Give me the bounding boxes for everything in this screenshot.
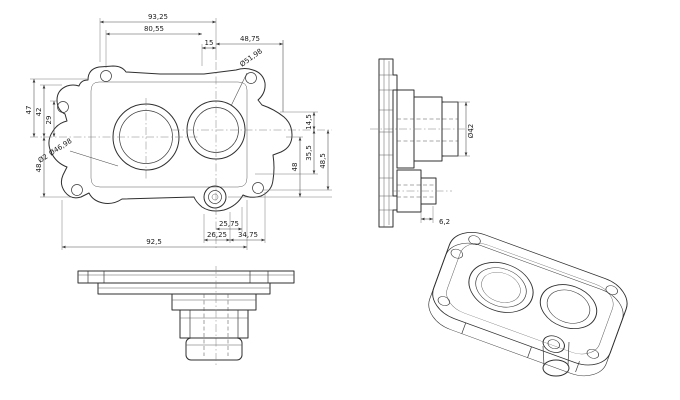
dim-bottom-25-75: 25,75	[219, 220, 239, 228]
dim-top-width-outer: 93,25	[148, 13, 168, 21]
isometric-view	[428, 232, 628, 377]
dim-right-14-5: 14,5	[305, 114, 313, 130]
side-flange-outline	[378, 58, 398, 228]
dim-right-48: 48	[291, 163, 299, 172]
front-view	[30, 62, 332, 250]
dim-bore-left-dia-small: Ø2	[37, 153, 50, 165]
iso-bores	[468, 262, 598, 353]
iso-bolt-holes	[437, 235, 618, 359]
dim-right-35-5: 35,5	[305, 145, 313, 161]
front-outline	[48, 65, 293, 212]
dim-top-width-inner: 80,55	[144, 25, 164, 33]
dim-left-48: 48	[35, 164, 43, 173]
dim-left-29: 29	[45, 116, 53, 125]
dim-left-42: 42	[35, 108, 43, 117]
bottom-view	[77, 266, 295, 366]
dim-right-48-5: 48,5	[319, 153, 327, 169]
iso-bottom-cylinder	[542, 341, 570, 377]
dim-bore-right-dia: Ø51,98	[238, 47, 263, 68]
dim-side-dia-42: Ø42	[467, 124, 475, 138]
side-section-view	[370, 58, 474, 228]
side-view-dimensions: Ø42 6,2	[420, 101, 475, 226]
dim-bottom-34-75: 34,75	[238, 231, 258, 239]
front-inner-face	[90, 81, 248, 188]
dim-top-right: 48,75	[240, 35, 260, 43]
dim-left-47: 47	[25, 106, 33, 115]
dim-side-6-2: 6,2	[439, 218, 450, 226]
dim-top-offset: 15	[205, 39, 214, 47]
dim-bottom-92-5: 92,5	[146, 238, 162, 246]
front-bores	[112, 100, 246, 209]
dim-bottom-26-25: 26,25	[207, 231, 227, 239]
front-bolt-holes	[57, 70, 264, 196]
dim-bore-left-dia: Ø46,98	[48, 137, 74, 158]
dim-bore-left-label: Ø2 Ø46,98	[37, 137, 74, 165]
front-centerlines	[30, 62, 332, 250]
